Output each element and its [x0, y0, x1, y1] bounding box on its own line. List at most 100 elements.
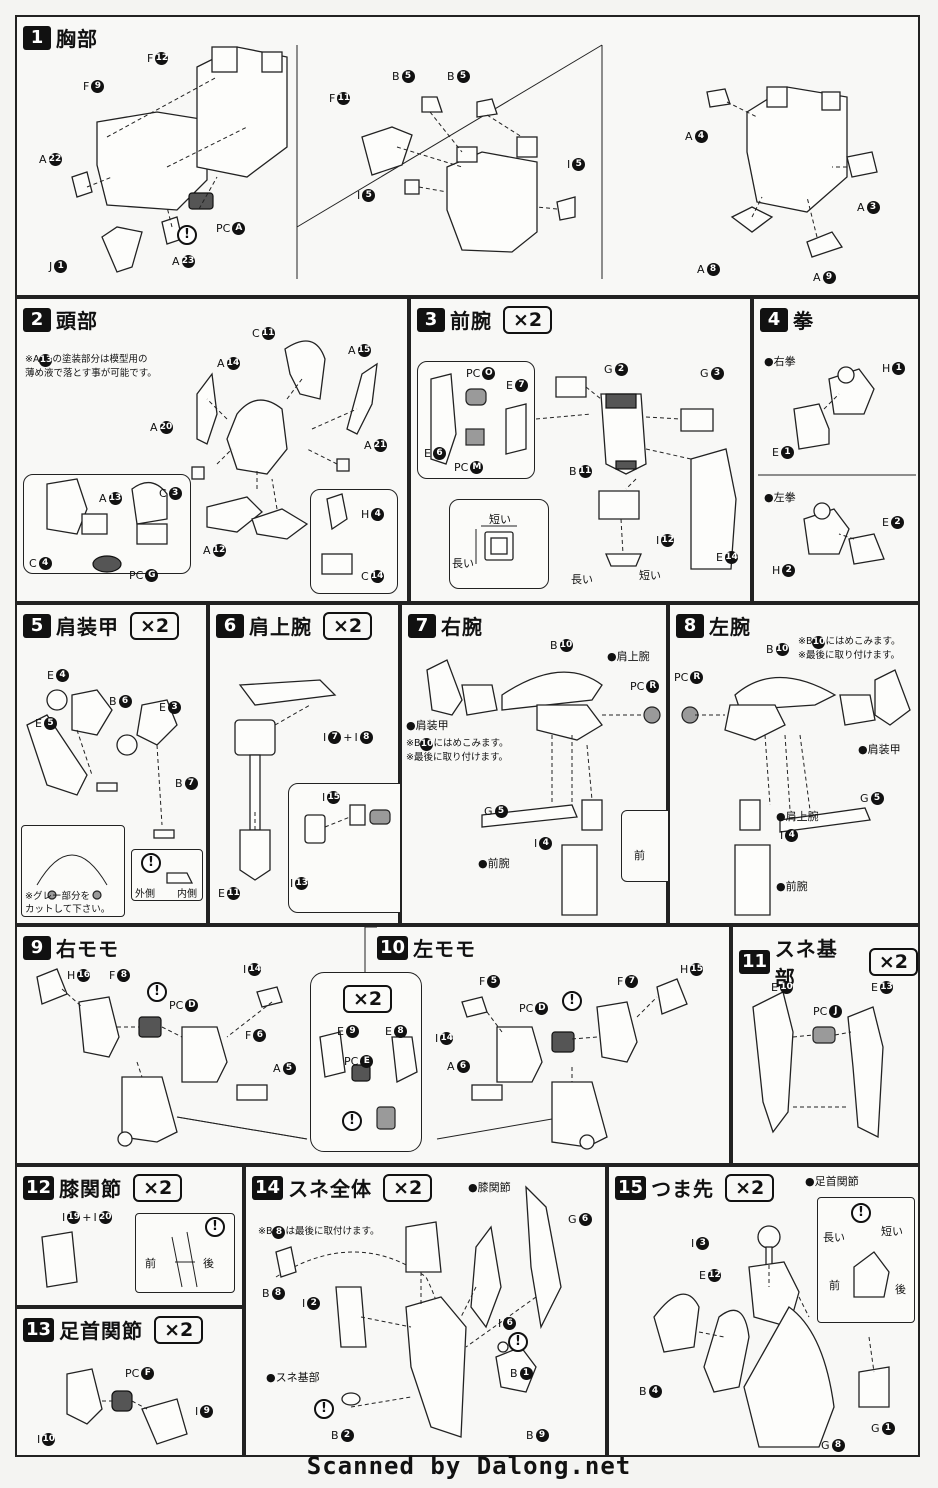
section-header: 7 右腕 [408, 611, 483, 640]
chest-assembly-drawing [71, 44, 878, 279]
back-label: 後 [895, 1283, 906, 1296]
step-number: 7 [408, 613, 436, 638]
right-arm-drawing [426, 659, 661, 916]
multiplier-badge: ×2 [133, 1173, 183, 1202]
step-number: 3 [417, 307, 445, 332]
caution-icon: ! [562, 991, 582, 1011]
ankle-joint-drawing [66, 1368, 188, 1445]
multiplier-badge: ×2 [130, 611, 180, 640]
step-number: 9 [23, 935, 51, 960]
dimension-label: 短い [639, 569, 661, 582]
inner-side-label: 内側 [177, 889, 197, 900]
dimension-label: 長い [452, 557, 474, 570]
section-1-chest: 1 胸部 [15, 15, 920, 297]
section-header: 9 右モモ [23, 933, 119, 962]
right-fist-label: ●右拳 [764, 355, 796, 368]
step-title: 右腕 [441, 615, 483, 639]
shoulder-upper-label: ●肩上腕 [607, 650, 650, 663]
step-number: 12 [23, 1175, 55, 1200]
section-header: 1 胸部 [23, 23, 98, 52]
section-header: 5 肩装甲 ×2 [23, 611, 180, 640]
fist-assembly-drawing [758, 366, 916, 565]
step-number: 13 [23, 1317, 55, 1342]
step-number: 10 [377, 935, 409, 960]
forearm-label: ●前腕 [478, 857, 510, 870]
step-title: 前腕 [450, 309, 492, 333]
section-9-10-thighs: 9 右モモ 10 左モモ [15, 925, 731, 1165]
left-arm-drawing [681, 669, 911, 916]
shoulder-upper-label: ●肩上腕 [776, 810, 819, 823]
step-title: 左腕 [709, 615, 751, 639]
step-number: 11 [739, 950, 770, 974]
multiplier-badge: ×2 [868, 948, 918, 976]
forearm-assembly-drawing [430, 373, 737, 570]
step-number: 2 [23, 307, 51, 332]
caution-icon: ! [851, 1203, 871, 1223]
caution-icon: ! [508, 1332, 528, 1352]
caution-icon: ! [205, 1217, 225, 1237]
multiplier-badge: ×2 [725, 1173, 775, 1202]
dimension-label: 長い [571, 573, 593, 586]
step-title: 左モモ [413, 937, 477, 961]
section-header: 14 スネ全体 ×2 [252, 1173, 433, 1202]
step-number: 14 [252, 1175, 284, 1200]
section-6-upper-arm: 6 肩上腕 ×2 I7+I8 I15 PCI I13 I16 E11 [208, 603, 454, 925]
forearm-label: ●前腕 [776, 880, 808, 893]
step-title: 肩上腕 [249, 615, 312, 639]
step-number: 4 [760, 307, 788, 332]
front-label: 前 [634, 849, 645, 862]
shin-base-drawing [752, 991, 884, 1139]
step-title: 胸部 [56, 27, 98, 51]
short-label: 短い [881, 1225, 903, 1238]
shoulder-armor-label: ●肩装甲 [858, 743, 901, 756]
step-title: スネ全体 [288, 1177, 373, 1201]
front-label: 前 [145, 1257, 156, 1270]
thigh-assembly-drawing [36, 926, 688, 1150]
